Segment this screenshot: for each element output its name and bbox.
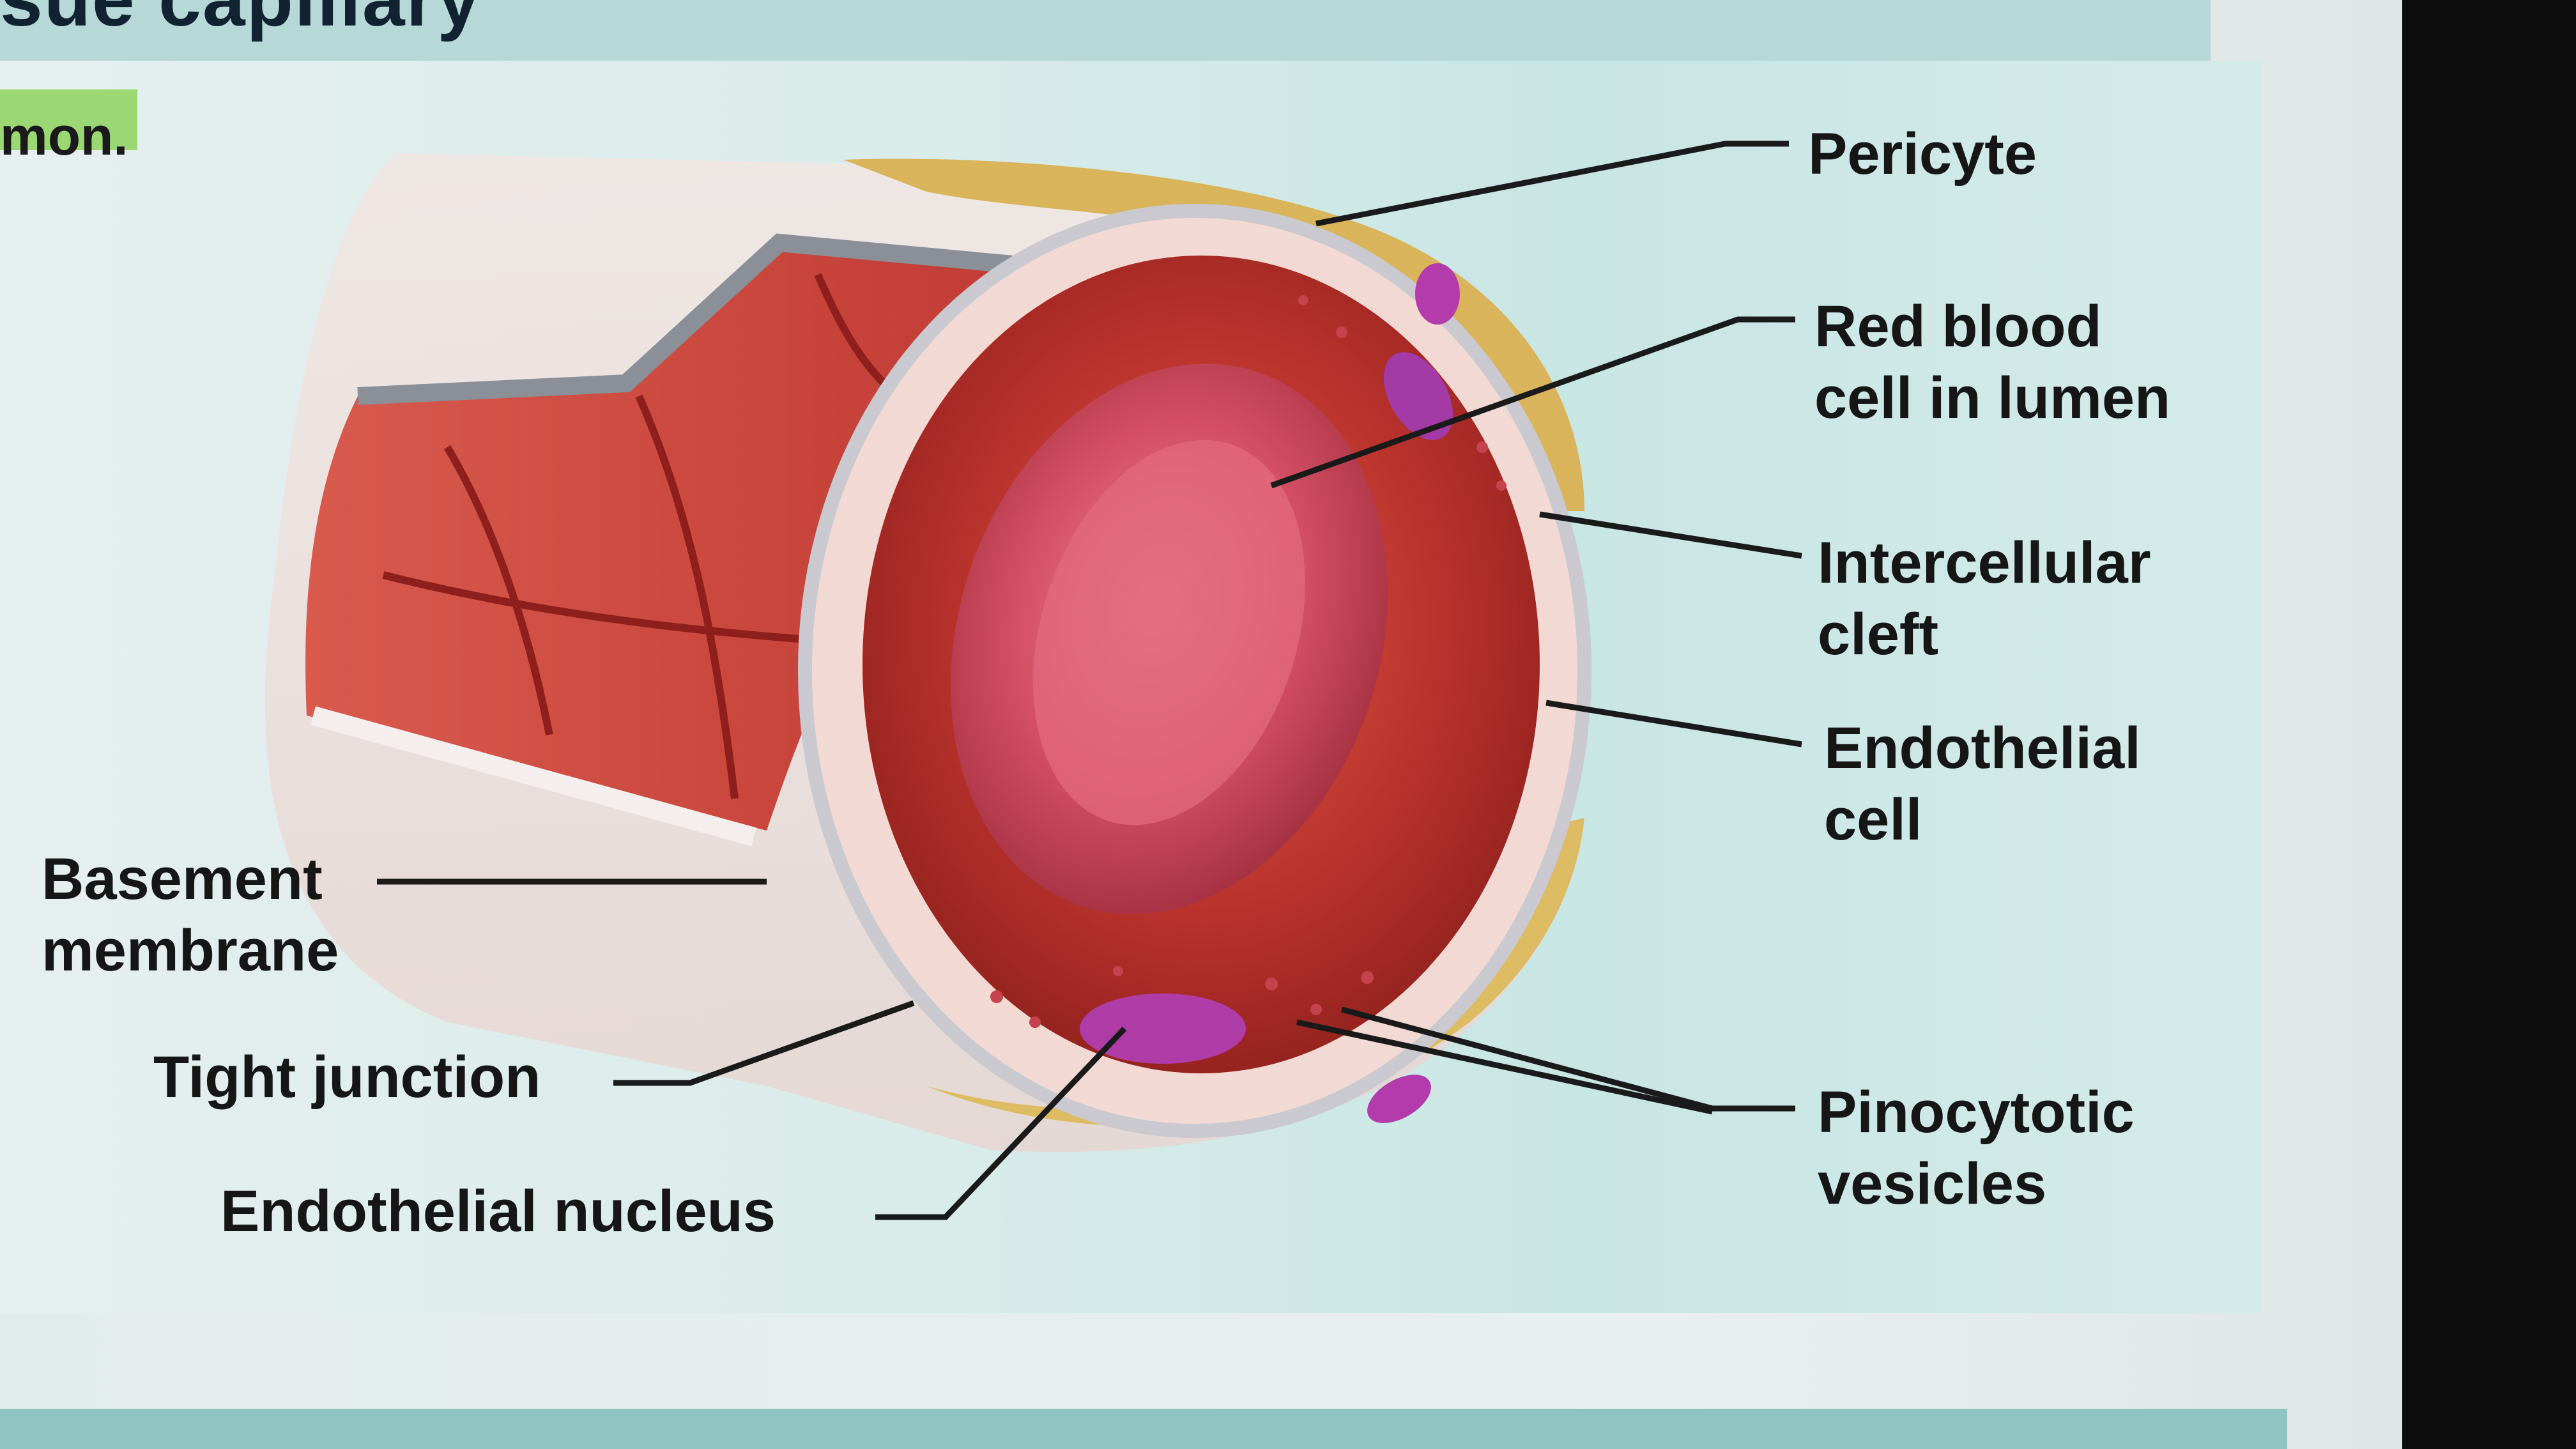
label-endothelial-cell-line1: Endothelial	[1824, 716, 2141, 781]
label-intercellular-cleft: Intercellular cleft	[1818, 527, 2151, 670]
highlighted-text: mon.	[0, 106, 128, 166]
leader-red-blood-cell	[1270, 316, 1795, 489]
leader-tight-junction	[613, 1000, 915, 1086]
label-tight-junction: Tight junction	[153, 1045, 541, 1110]
label-red-blood-cell-line2: cell in lumen	[1814, 365, 2171, 431]
leader-endothelial-cell	[1545, 700, 1802, 747]
label-basement-membrane-line2: membrane	[42, 918, 339, 983]
label-pinocytotic-vesicles: Pinocytotic vesicles	[1818, 1077, 2135, 1220]
pericyte-nucleus-lower	[1367, 1075, 1431, 1123]
endothelial-nucleus	[1080, 993, 1246, 1064]
label-intercellular-cleft-line2: cleft	[1818, 602, 1939, 667]
text-highlight	[0, 89, 137, 150]
leader-pinocytotic-vesicles-1	[1340, 1006, 1795, 1112]
header-band: sue capillary	[0, 0, 2211, 61]
pericyte	[843, 158, 1584, 511]
pinocytotic-vesicles	[990, 295, 1506, 1028]
leader-endothelial-nucleus	[875, 1026, 1127, 1220]
label-endothelial-cell-line2: cell	[1824, 787, 1922, 852]
leader-pericyte	[1315, 141, 1789, 227]
bottom-band	[0, 1409, 2287, 1449]
label-pericyte: Pericyte	[1808, 121, 2037, 187]
label-endothelial-cell: Endothelial cell	[1824, 712, 2141, 855]
label-pinocytotic-vesicles-line1: Pinocytotic	[1818, 1080, 2135, 1145]
pericyte-nucleus	[1415, 263, 1460, 325]
leader-intercellular-cleft	[1539, 511, 1802, 559]
label-endothelial-nucleus: Endothelial nucleus	[220, 1179, 776, 1244]
label-basement-membrane-line1: Basement	[42, 847, 323, 912]
leader-pinocytotic-vesicles-2	[1296, 1019, 1713, 1115]
label-pinocytotic-vesicles-line2: vesicles	[1818, 1151, 2047, 1216]
label-intercellular-cleft-line1: Intercellular	[1818, 530, 2151, 595]
label-red-blood-cell: Red blood cell in lumen	[1814, 291, 2170, 434]
label-red-blood-cell-line1: Red blood	[1814, 294, 2102, 359]
nucleus-upper	[1383, 352, 1453, 440]
label-basement-membrane: Basement membrane	[42, 843, 339, 986]
page-title: sue capillary	[0, 0, 481, 43]
